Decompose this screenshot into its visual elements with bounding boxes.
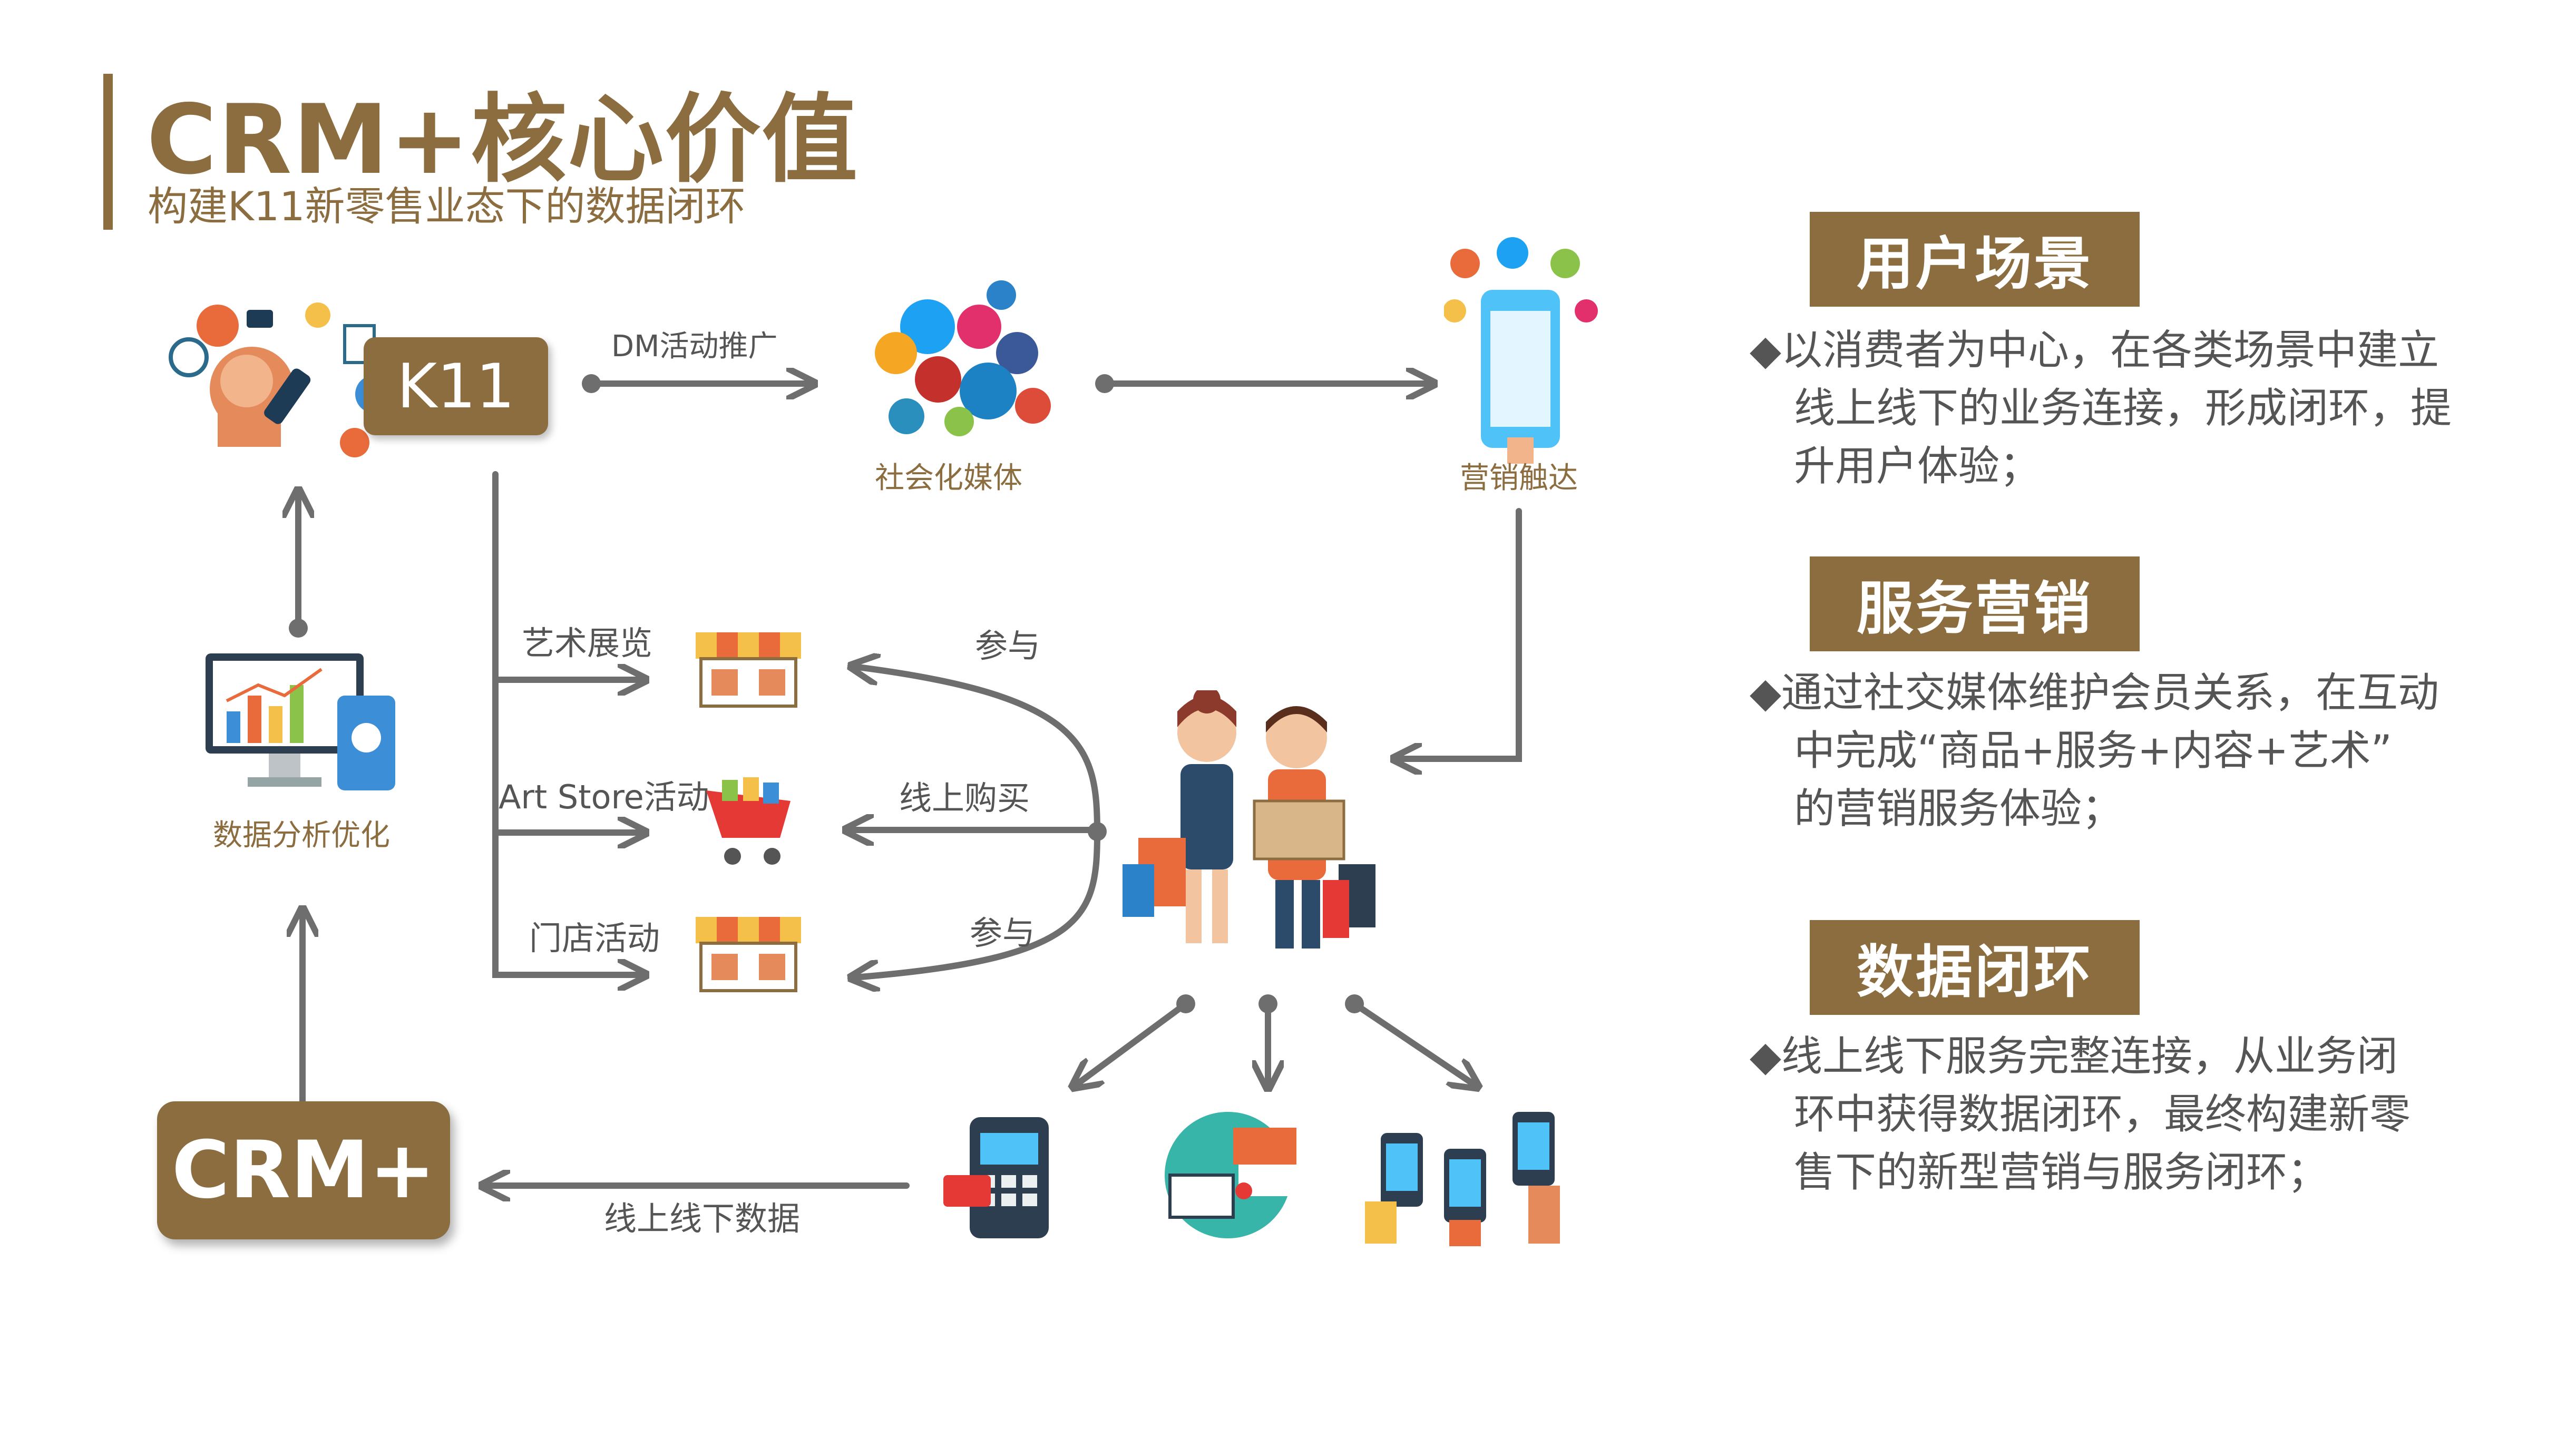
store-activity-label: 门店活动 [529, 919, 660, 957]
page-subtitle: 构建K11新零售业态下的数据闭环 [148, 183, 746, 230]
mobile-phone-icon [1444, 237, 1598, 464]
diamond-bullet-icon: ◆ [1750, 669, 1781, 717]
title-accent-bar [103, 74, 113, 230]
art-store-label: Art Store活动 [499, 778, 709, 816]
art-exhibition-shop-icon [696, 632, 801, 708]
section-body-data-loop: ◆线上线下服务完整连接，从业务闭 环中获得数据闭环，最终构建新零 售下的新型营销… [1750, 1028, 2466, 1201]
page-title: CRM+核心价值 [147, 84, 859, 195]
art-exhibition-label: 艺术展览 [522, 624, 653, 662]
data-analysis-label: 数据分析优化 [213, 818, 390, 853]
participate-top-label: 参与 [975, 627, 1041, 665]
social-media-icon [875, 280, 1051, 436]
section-heading-user-scenario: 用户场景 [1810, 212, 2140, 307]
brainstorm-icon [169, 302, 393, 457]
section-heading-service-marketing: 服务营销 [1810, 556, 2140, 651]
section-heading-data-loop: 数据闭环 [1810, 920, 2140, 1015]
store-activity-shop-icon [696, 917, 801, 992]
data-analysis-icon [206, 653, 395, 790]
pos-terminal-icon [943, 1117, 1049, 1238]
online-purchase-label: 线上购买 [899, 779, 1030, 817]
social-media-label: 社会化媒体 [875, 461, 1022, 495]
diamond-bullet-icon: ◆ [1750, 327, 1781, 374]
diamond-bullet-icon: ◆ [1750, 1033, 1781, 1080]
marketing-reach-label: 营销触达 [1460, 461, 1578, 495]
crm-plus-node: CRM+ [157, 1101, 450, 1239]
online-offline-data-label: 线上线下数据 [604, 1199, 801, 1238]
online-store-icon [1165, 1112, 1296, 1238]
shoppers-couple-icon [1123, 690, 1375, 949]
shopping-cart-icon [706, 777, 791, 865]
mobile-payment-icon [1365, 1112, 1560, 1246]
section-body-service-marketing: ◆通过社交媒体维护会员关系，在互动 中完成“商品+服务+内容+艺术” 的营销服务… [1750, 664, 2466, 838]
k11-node: K11 [364, 337, 548, 435]
participate-bottom-label: 参与 [970, 914, 1036, 952]
section-body-user-scenario: ◆以消费者为中心，在各类场景中建立 线上线下的业务连接，形成闭环，提 升用户体验… [1750, 321, 2466, 495]
dm-promotion-label: DM活动推广 [611, 329, 778, 364]
